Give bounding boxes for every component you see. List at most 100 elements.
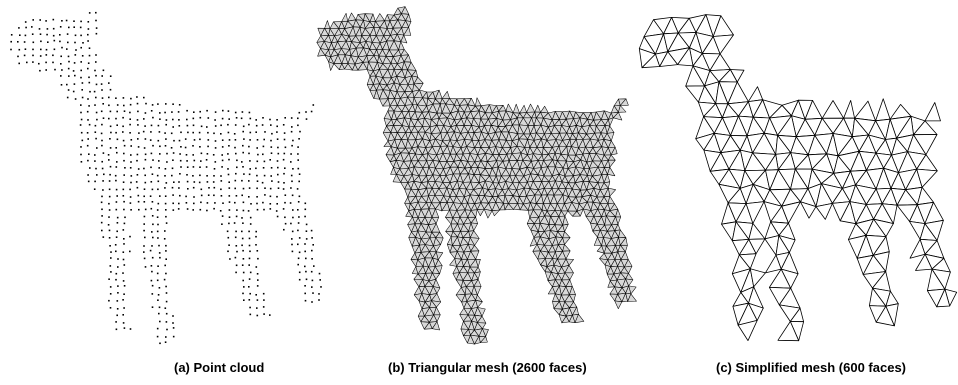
point (194, 139, 196, 141)
point (186, 174, 188, 176)
point (185, 147, 187, 149)
point (180, 146, 182, 148)
point (236, 209, 238, 211)
point (165, 245, 167, 247)
point (131, 139, 133, 141)
point (222, 160, 224, 162)
point (306, 238, 308, 240)
point (88, 21, 90, 23)
point (115, 251, 117, 253)
point (297, 188, 299, 190)
point (180, 160, 182, 162)
point (256, 175, 258, 177)
point (103, 152, 105, 154)
point (271, 180, 273, 182)
point (11, 34, 13, 36)
point (80, 77, 82, 79)
point (61, 84, 63, 86)
point (130, 167, 132, 169)
point (262, 154, 264, 156)
point (117, 308, 119, 310)
point (297, 125, 299, 127)
point (305, 203, 307, 205)
point (262, 117, 264, 119)
point (88, 28, 90, 30)
point (45, 69, 47, 71)
point (159, 195, 161, 197)
point (164, 265, 166, 267)
point (228, 237, 230, 239)
point (187, 181, 189, 183)
point (110, 286, 112, 288)
point (67, 33, 69, 35)
point (80, 61, 82, 63)
point (206, 166, 208, 168)
point (102, 103, 104, 105)
point (32, 55, 34, 57)
point (157, 224, 159, 226)
point-cloud-dog (0, 0, 330, 360)
point (255, 231, 257, 233)
point (75, 49, 77, 51)
point (89, 91, 91, 93)
point (292, 140, 294, 142)
point (255, 294, 257, 296)
point (207, 132, 209, 134)
point (221, 223, 223, 225)
point (31, 26, 33, 28)
point (229, 209, 231, 211)
point (270, 208, 272, 210)
point (263, 139, 265, 141)
point (115, 132, 117, 134)
point (129, 112, 131, 114)
point (220, 133, 222, 135)
point (165, 138, 167, 140)
point (124, 145, 126, 147)
point (306, 279, 308, 281)
point (193, 125, 195, 127)
mesh-face (477, 209, 484, 216)
point (150, 139, 152, 141)
point (152, 293, 154, 295)
point (241, 217, 243, 219)
point (151, 245, 153, 247)
point (159, 307, 161, 309)
point (87, 138, 89, 140)
point (94, 160, 96, 162)
point (164, 279, 166, 281)
mesh-face (375, 14, 384, 22)
point (235, 173, 237, 175)
point (138, 201, 140, 203)
point (89, 124, 91, 126)
point (61, 20, 63, 22)
point (264, 131, 266, 133)
point (115, 175, 117, 177)
point (87, 145, 89, 147)
point (151, 271, 153, 273)
point (109, 180, 111, 182)
point (137, 124, 139, 126)
point (144, 188, 146, 190)
point (46, 54, 48, 56)
point (143, 118, 145, 120)
mesh-face (816, 203, 832, 219)
point (95, 131, 97, 133)
point (241, 180, 243, 182)
mesh-face (325, 21, 330, 29)
point (101, 75, 103, 77)
point (101, 161, 103, 163)
point (201, 189, 203, 191)
point (164, 187, 166, 189)
point (186, 110, 188, 112)
point (206, 210, 208, 212)
point (194, 160, 196, 162)
point (110, 257, 112, 259)
point (199, 175, 201, 177)
point (130, 145, 132, 147)
mesh-face (513, 104, 519, 113)
point (124, 285, 126, 287)
point (291, 175, 293, 177)
point (171, 147, 173, 149)
point (130, 104, 132, 106)
point (130, 328, 132, 330)
